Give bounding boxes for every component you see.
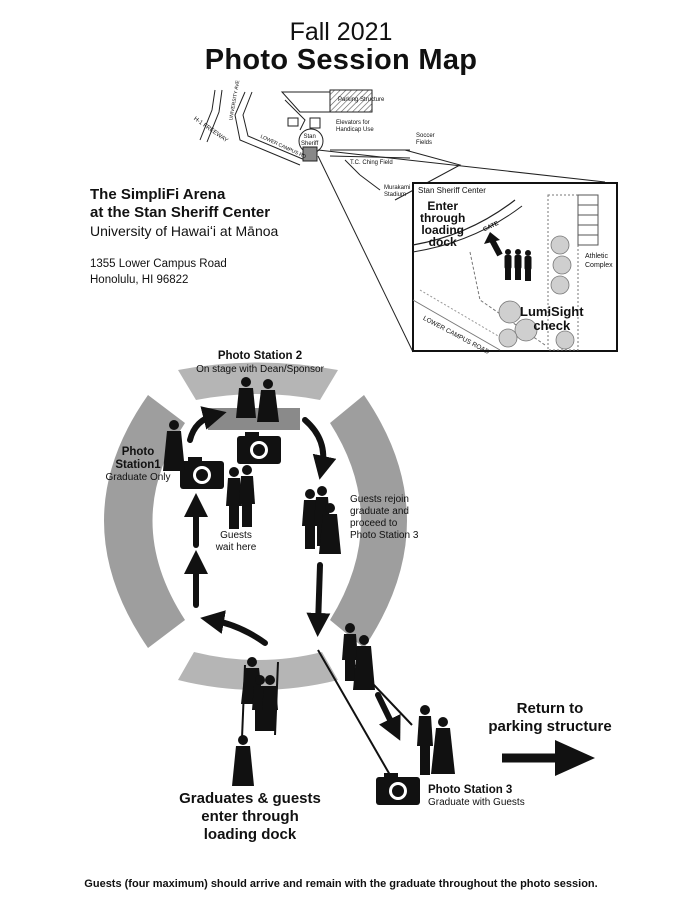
inset-map bbox=[412, 182, 618, 352]
arena-top-section bbox=[178, 362, 338, 400]
station1-subtitle: Graduate Only bbox=[105, 472, 171, 483]
stan-sheriff-marker bbox=[302, 146, 318, 162]
venue-name-line2: at the Stan Sheriff Center bbox=[90, 204, 271, 221]
footer-note: Guests (four maximum) should arrive and … bbox=[84, 878, 598, 890]
label-parking-structure: Parking Structure bbox=[338, 97, 385, 103]
people-silhouettes bbox=[163, 377, 455, 786]
camera-icon-station1 bbox=[180, 457, 224, 489]
station2-title: Photo Station 2 bbox=[217, 350, 303, 362]
venue-university: University of Hawaiʻi at Mānoa bbox=[90, 223, 279, 239]
page-title: Photo Session Map bbox=[204, 44, 478, 76]
camera-icon-station3 bbox=[376, 773, 420, 805]
inset-stan-sheriff-center: Stan Sheriff Center bbox=[418, 186, 486, 195]
label-tc-ching: T.C. Ching Field bbox=[350, 160, 393, 166]
station3-title: Photo Station 3 bbox=[428, 784, 513, 796]
venue-address-line1: 1355 Lower Campus Road bbox=[90, 258, 227, 270]
station3-subtitle: Graduate with Guests bbox=[428, 797, 525, 808]
title-year: Fall 2021 bbox=[289, 18, 393, 46]
camera-icon-station2 bbox=[237, 432, 281, 464]
station2-subtitle: On stage with Dean/Sponsor bbox=[196, 364, 324, 375]
arena-right-section bbox=[330, 395, 407, 648]
venue-name-line1: The SimpliFi Arena bbox=[90, 186, 226, 203]
return-arrow bbox=[555, 740, 595, 776]
area-map bbox=[199, 89, 606, 353]
venue-address-line2: Honolulu, HI 96822 bbox=[90, 274, 189, 286]
